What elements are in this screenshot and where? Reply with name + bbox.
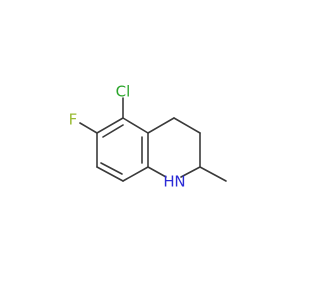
bond-c2-n1: [180, 166, 201, 178]
bond-c8a-c8: [122, 166, 149, 182]
nitrogen-label: N: [174, 173, 185, 191]
molecule-diagram: Cl F N H: [69, 83, 227, 191]
chlorine-label: Cl: [116, 83, 131, 101]
structure-canvas: Cl F N H: [68, 82, 227, 191]
nitrogen-hydrogen-label: H: [163, 173, 174, 191]
bond-c4-c3: [173, 117, 201, 134]
bond-c2-methyl: [199, 166, 227, 182]
fluorine-label: F: [69, 111, 78, 129]
bond-c4a-c4: [147, 117, 175, 134]
bond-group: [79, 97, 227, 182]
bond-c6-c5-inner: [102, 124, 124, 138]
bond-c6-f: [79, 122, 98, 134]
bond-n1-c8a: [147, 166, 167, 178]
bond-c5-c4a: [122, 117, 149, 134]
bond-c8-c7-inner: [100, 162, 123, 175]
bond-c8-c7: [96, 166, 124, 182]
bond-c6-c5: [96, 117, 124, 134]
